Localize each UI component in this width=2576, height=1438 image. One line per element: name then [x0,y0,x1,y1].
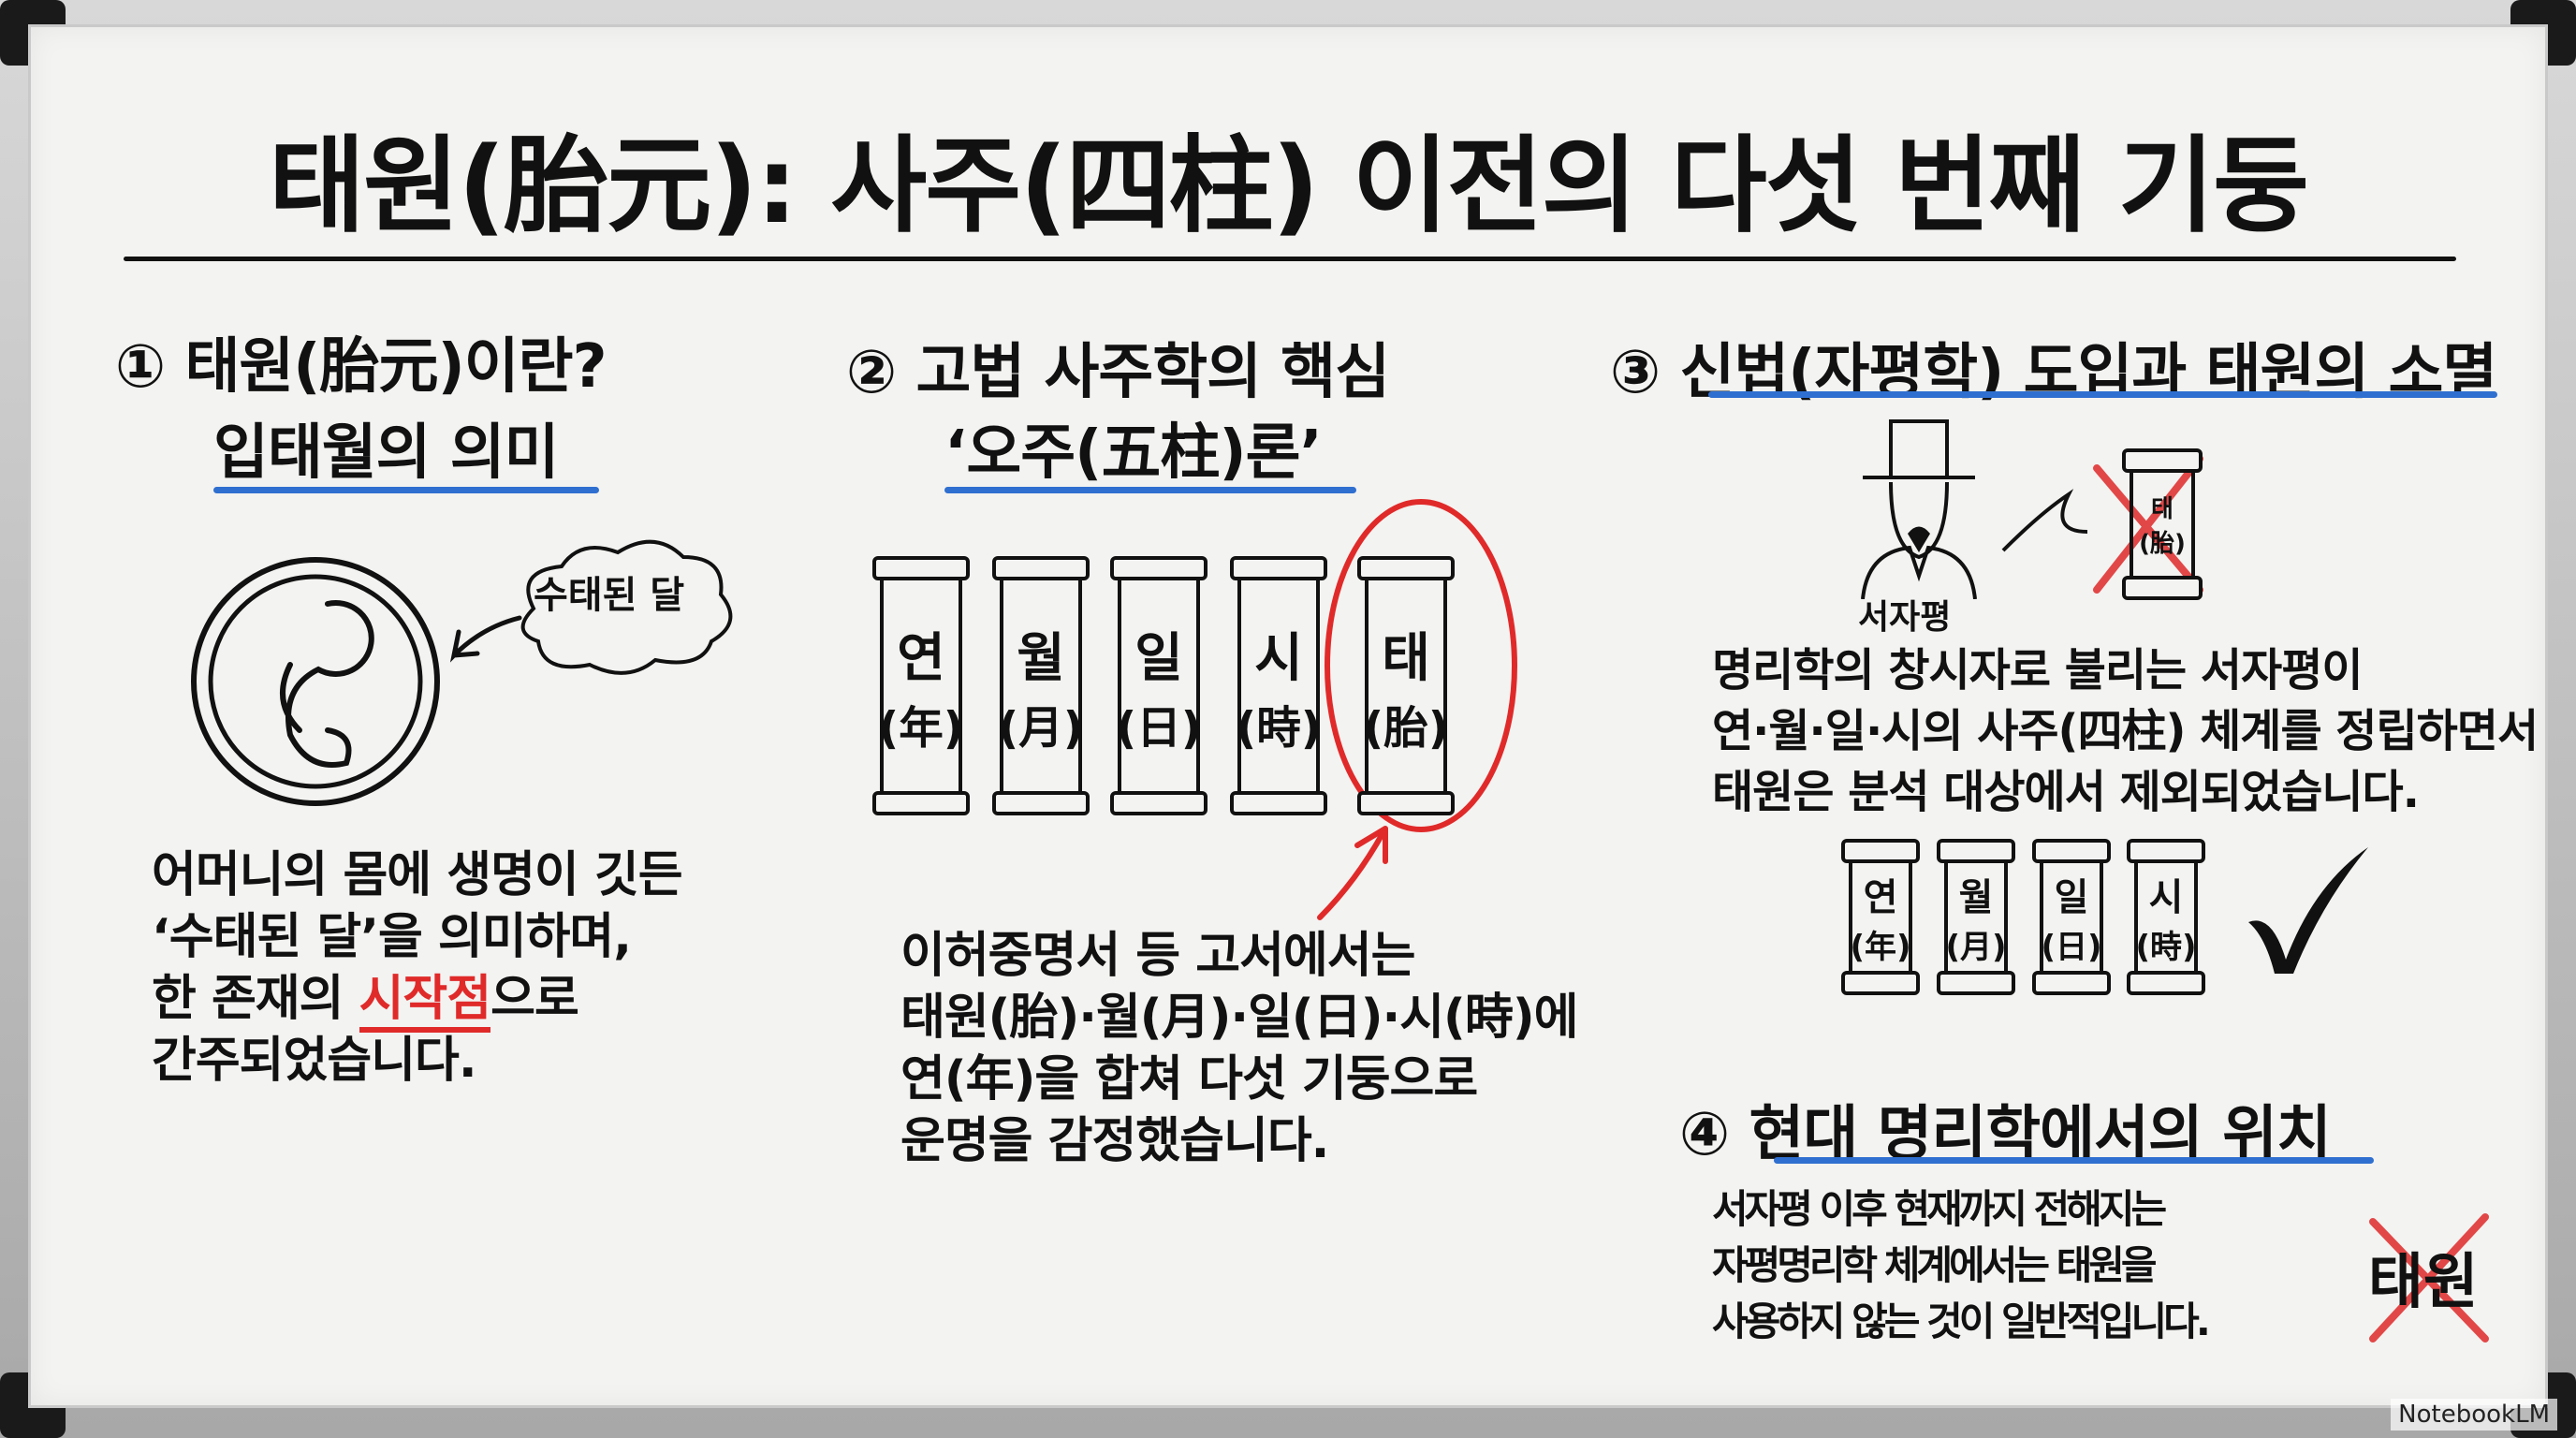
body-line: 태원은 분석 대상에서 제외되었습니다. [1712,766,2420,818]
section1-body: 어머니의 몸에 생명이 깃든 ‘수태된 달’을 의미하며, 한 존재의 시작점으… [152,844,683,1092]
scholar-label: 서자평 [1858,598,1952,637]
body-line: 명리학의 창시자로 불리는 서자평이 [1712,644,2364,697]
pillar-0: 연 (年) [872,556,970,815]
body-line: 사용하지 않는 것이 일반적입니다. [1712,1299,2211,1344]
red-x-icon [2093,455,2203,594]
pillar-label: 태 [1382,627,1430,689]
embryo-icon [191,539,733,806]
bubble-label: 수태된 달 [534,574,685,617]
section4-body: 서자평 이후 현재까지 전해지는 자평명리학 체계에서는 태원을 사용하지 않는… [1712,1181,2211,1350]
pillar-hanja: (年) [878,702,964,755]
section3-body: 명리학의 창시자로 불리는 서자평이 연·월·일·시의 사주(四柱) 체계를 정… [1712,640,2539,823]
pillar-hanja: (月) [998,702,1084,755]
pillar-label: 태 [2151,495,2174,523]
pillar-label: 연 [1863,876,1898,919]
section3-underline [1708,391,2497,398]
body-line: 운명을 감정했습니다. [900,1113,1329,1169]
pillar-hanja: (日) [2041,929,2102,966]
body-line: 태원(胎)·월(月)·일(日)·시(時)에 [900,990,1578,1046]
body-line: 어머니의 몸에 생명이 깃든 [152,847,683,903]
scholar-icon [1861,419,2088,599]
pillar-1: 월 (月) [992,556,1090,815]
pillar-hanja: (日) [1116,702,1202,755]
crossed-pillar-tae: 태 (胎) [2122,448,2203,600]
pillar-1: 월 (月) [1937,839,2015,995]
pillar-hanja: (月) [1945,929,2007,966]
section2-subheading: ‘오주(五柱)론’ [944,418,1323,488]
pillar-label: 시 [2148,876,2184,919]
pillar-label: 월 [1017,627,1065,689]
pillar-hanja: (年) [1850,929,1911,966]
body-line: 간주되었습니다. [152,1033,477,1089]
pillar-0: 연 (年) [1841,839,1920,995]
title-divider [124,257,2456,261]
pillar-label: 시 [1254,627,1303,689]
pillar-3: 시 (時) [2127,839,2205,995]
body-line: 연(年)을 합쳐 다섯 기둥으로 [900,1051,1478,1108]
section4-underline [1774,1157,2374,1164]
body-line: 서자평 이후 현재까지 전해지는 [1712,1186,2167,1232]
body-line: 한 존재의 시작점으로 [152,968,682,1033]
pillar-hanja: (胎) [2139,530,2186,558]
section2-heading: ② 고법 사주학의 핵심 [846,338,1390,407]
body-line: 이허중명서 등 고서에서는 [900,928,1415,984]
checkmark-icon [2248,847,2368,974]
highlight-start-point: 시작점 [359,971,491,1033]
crossed-word-taewon: 태원 [2368,1248,2479,1317]
body-line: ‘수태된 달’을 의미하며, [152,909,632,965]
text: 으로 [490,971,579,1027]
red-x-icon [2369,1213,2489,1343]
section1-subheading: 입태월의 의미 [213,418,560,488]
pillar-label: 일 [2054,876,2089,919]
text: 한 존재의 [152,971,359,1027]
pillar-2: 일 (日) [2032,839,2111,995]
pillar-label: 연 [897,627,945,689]
body-line: 자평명리학 체계에서는 태원을 [1712,1242,2158,1288]
pillar-hanja: (時) [2135,929,2197,966]
pillar-3: 시 (時) [1230,556,1327,815]
section1-underline [213,487,599,493]
pillar-label: 월 [1958,876,1994,919]
pillar-hanja: (胎) [1363,702,1449,755]
section2-body: 이허중명서 등 고서에서는 태원(胎)·월(月)·일(日)·시(時)에 연(年)… [900,925,1578,1172]
section1-heading: ① 태원(胎元)이란? [115,332,607,402]
red-circle-annotation [1317,499,1517,920]
pillar-2: 일 (日) [1110,556,1208,815]
section2-underline [944,487,1356,493]
pillar-hanja: (時) [1236,702,1322,755]
pillar-label: 일 [1134,627,1183,689]
pillar-4: 태 (胎) [1357,556,1455,815]
page-title: 태원(胎元): 사주(四柱) 이전의 다섯 번째 기둥 [268,125,2309,247]
notebooklm-watermark: NotebookLM [2391,1399,2557,1431]
body-line: 연·월·일·시의 사주(四柱) 체계를 정립하면서 [1712,705,2539,757]
